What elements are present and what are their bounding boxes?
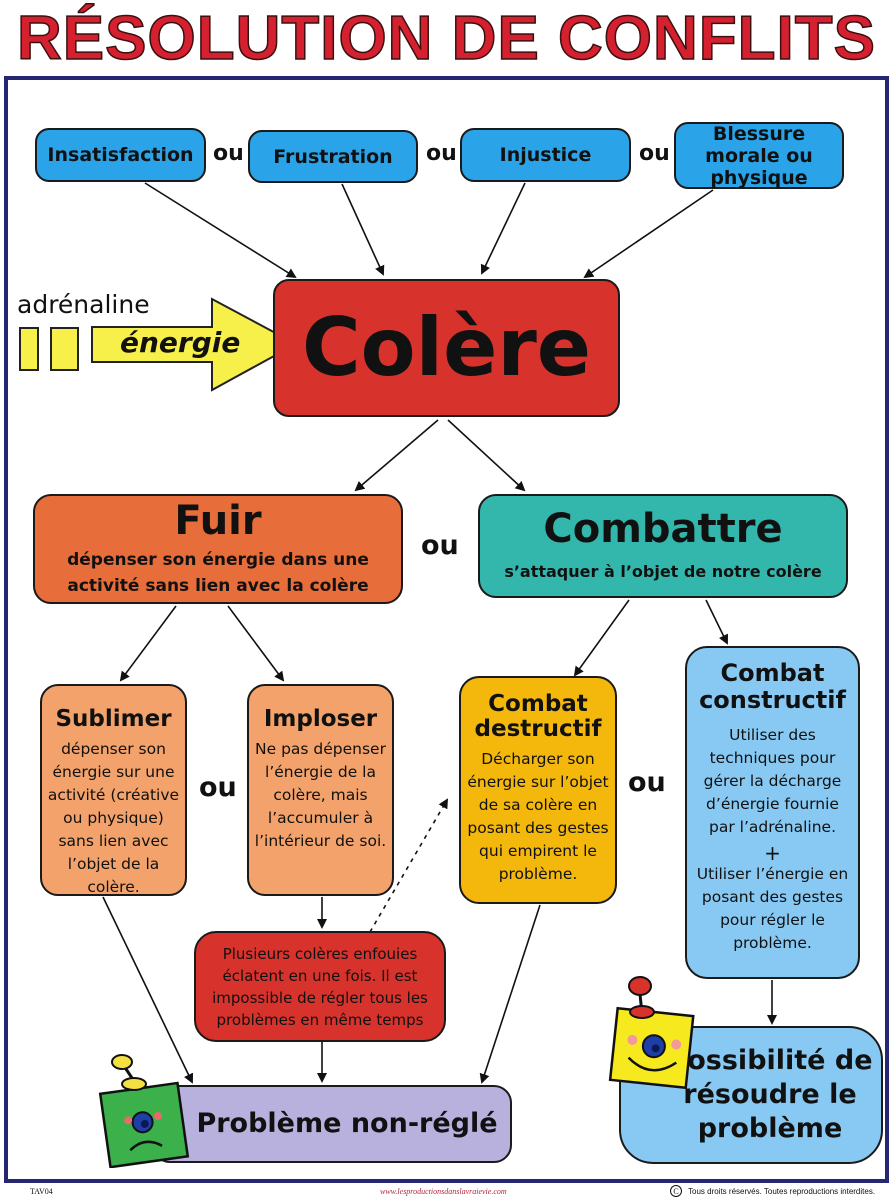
arrow-fuir-imploser (227, 605, 285, 682)
destructive-fight-description: Décharger son énergie sur l’objet de sa … (467, 750, 609, 883)
sublimate-box: Sublimer dépenser son énergie sur une ac… (40, 684, 187, 896)
destructive-fight-box: Combat destructif Décharger son énergie … (459, 676, 617, 904)
cause-injustice: Injustice (460, 128, 631, 182)
destructive-fight-title: Combat destructif (474, 691, 602, 742)
plus-sign: + (764, 841, 781, 865)
implode-title: Imploser (263, 706, 378, 732)
implode-description: Ne pas dépenser l’énergie de la colère, … (254, 740, 387, 850)
anger-box: Colère (273, 279, 620, 417)
anger-label: Colère (301, 301, 592, 394)
arrow-injustice-colere (480, 182, 526, 275)
energy-bar-1 (19, 327, 39, 371)
arrow-combattre-constructif (705, 599, 728, 645)
cause-blessure: Blessure morale ou physique (674, 122, 844, 189)
sad-note-icon (98, 1054, 190, 1168)
fight-description: s’attaquer à l’objet de notre colère (504, 562, 822, 581)
cause-insatisfaction: Insatisfaction (35, 128, 206, 182)
or-label-flee-fight: ou (421, 530, 459, 561)
copyright-icon: C (670, 1185, 682, 1197)
sublimate-description: dépenser son énergie sur une activité (c… (47, 740, 180, 896)
arrow-fuir-sublimer (119, 605, 177, 682)
arrow-colere-fuir (354, 419, 439, 492)
cause-insatisfaction-label: Insatisfaction (47, 144, 194, 166)
flee-title: Fuir (174, 498, 262, 544)
footer-code: TAV04 (30, 1187, 53, 1196)
arrow-frustration-colere (341, 183, 385, 276)
footer-url: www.lesproductionsdanslavraievie.com (380, 1187, 507, 1196)
arrow-blessure-colere (583, 189, 714, 279)
possible-resolution-label: Possibilité de résoudre le problème (667, 1045, 873, 1144)
adrenaline-label: adrénaline (17, 290, 150, 319)
or-label-3: ou (639, 141, 670, 166)
arrow-destructif-nonregle (479, 904, 541, 1084)
arrow-combattre-destructif (573, 599, 630, 677)
footer-rights: Tous droits réservés. Toutes reproductio… (688, 1187, 876, 1196)
page-title: RÉSOLUTION DE CONFLITS (16, 4, 876, 73)
unresolved-problem-label: Problème non-réglé (196, 1108, 498, 1139)
constructive-fight-description-2: Utiliser l’énergie en posant des gestes … (696, 865, 849, 952)
flee-box: Fuir dépenser son énergie dans une activ… (33, 494, 403, 604)
or-label-destructive-constructive: ou (628, 767, 666, 798)
or-label-1: ou (213, 141, 244, 166)
arrow-colere-combattre (447, 419, 526, 492)
arrow-insatisfaction-colere (144, 182, 297, 279)
sublimate-title: Sublimer (55, 706, 172, 732)
constructive-fight-box: Combat constructif Utiliser des techniqu… (685, 646, 860, 979)
unresolved-problem-box: Problème non-réglé (152, 1085, 512, 1163)
fight-title: Combattre (543, 506, 783, 552)
happy-note-icon (608, 976, 695, 1090)
cause-frustration-label: Frustration (273, 145, 393, 168)
cause-blessure-label: Blessure morale ou physique (705, 122, 813, 189)
constructive-fight-description-1: Utiliser des techniques pour gérer la dé… (703, 726, 842, 836)
or-label-2: ou (426, 141, 457, 166)
cause-frustration: Frustration (248, 130, 418, 183)
fight-box: Combattre s’attaquer à l’objet de notre … (478, 494, 848, 598)
energy-arrow-icon (91, 297, 299, 392)
implode-box: Imploser Ne pas dépenser l’énergie de la… (247, 684, 394, 896)
arrow-explosion-destructif (369, 798, 449, 933)
or-label-sublimate-implode: ou (199, 772, 237, 803)
cause-injustice-label: Injustice (499, 144, 592, 166)
flee-description: dépenser son énergie dans une activité s… (67, 550, 369, 596)
accumulated-anger-text: Plusieurs colères enfouies éclatent en u… (212, 944, 428, 1029)
energy-label: énergie (120, 326, 241, 359)
energy-bar-2 (50, 327, 79, 371)
accumulated-anger-box: Plusieurs colères enfouies éclatent en u… (194, 931, 446, 1042)
constructive-fight-title: Combat constructif (699, 659, 846, 714)
arrow-sublimer-nonregle (102, 896, 194, 1084)
